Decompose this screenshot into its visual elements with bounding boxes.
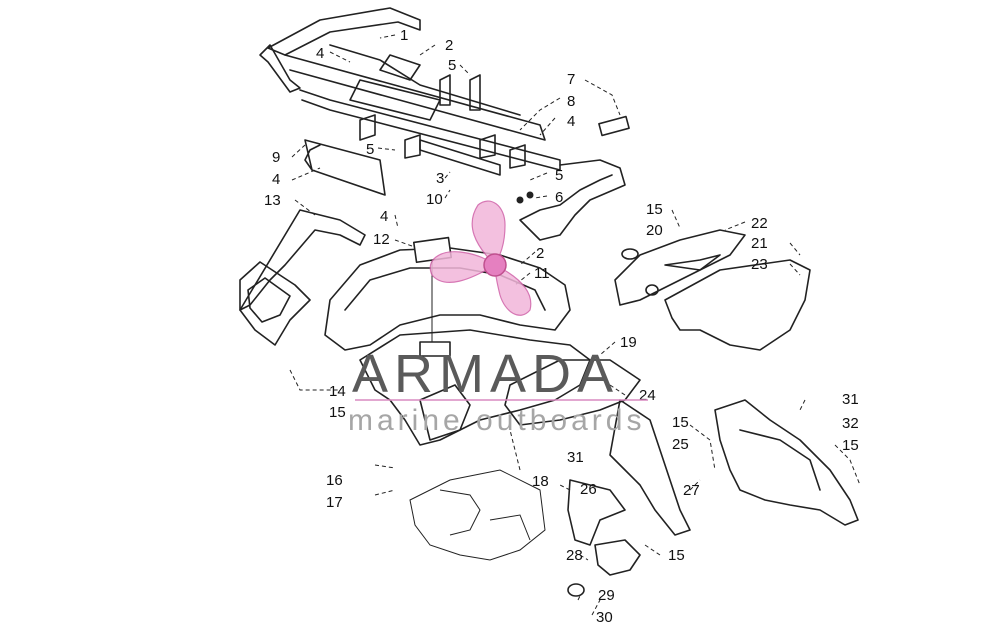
rear-rack	[259, 7, 630, 241]
callout-labels: 1 2 4 5 7 8 4 9 5 4 3 5 10 6 4 13 12 15 …	[264, 27, 859, 626]
lower-brackets	[567, 479, 641, 597]
callout-label: 32	[842, 415, 859, 432]
callout-label: 5	[448, 57, 456, 74]
callout-label: 28	[566, 547, 583, 564]
callout-label: 23	[751, 256, 768, 273]
callout-label: 19	[620, 334, 637, 351]
callout-label: 5	[555, 167, 563, 184]
callout-label: 4	[567, 113, 575, 130]
callout-label: 31	[567, 449, 584, 466]
callout-label: 11	[534, 265, 550, 282]
callout-label: 10	[426, 191, 443, 208]
watermark: ARMADA marine outboards	[348, 200, 648, 437]
callout-label: 16	[326, 472, 343, 489]
callout-label: 1	[400, 27, 408, 44]
callout-label: 5	[366, 141, 374, 158]
side-panel	[614, 229, 811, 351]
callout-label: 4	[380, 208, 388, 225]
watermark-brand: ARMADA	[352, 344, 619, 404]
callout-label: 6	[555, 189, 563, 206]
callout-label: 9	[272, 149, 280, 166]
callout-label: 2	[536, 245, 544, 262]
callout-label: 22	[751, 215, 768, 232]
callout-label: 4	[272, 171, 280, 188]
callout-label: 25	[672, 436, 689, 453]
callout-label: 15	[646, 201, 663, 218]
propeller-logo	[429, 200, 532, 316]
callout-label: 24	[639, 387, 656, 404]
chassis-fragment	[409, 469, 546, 561]
callout-label: 13	[264, 192, 281, 209]
right-splash-guard	[714, 399, 859, 526]
callout-label: 15	[672, 414, 689, 431]
callout-label: 30	[596, 609, 613, 626]
callout-label: 14	[329, 383, 346, 400]
callout-label: 29	[598, 587, 615, 604]
callout-label: 21	[751, 235, 768, 252]
callout-label: 15	[668, 547, 685, 564]
callout-label: 2	[445, 37, 453, 54]
callout-label: 20	[646, 222, 663, 239]
leader-lines	[289, 34, 861, 616]
callout-label: 15	[842, 437, 859, 454]
callout-label: 15	[329, 404, 346, 421]
callout-label: 17	[326, 494, 343, 511]
callout-label: 18	[532, 473, 549, 490]
callout-label: 12	[373, 231, 390, 248]
callout-label: 26	[580, 481, 597, 498]
callout-label: 3	[436, 170, 444, 187]
callout-label: 31	[842, 391, 859, 408]
rear-fender-shroud	[239, 209, 366, 346]
callout-label: 7	[567, 71, 575, 88]
callout-label: 4	[316, 45, 324, 62]
left-splash-guard	[609, 399, 691, 536]
callout-label: 27	[683, 482, 700, 499]
callout-label: 8	[567, 93, 575, 110]
watermark-tagline: marine outboards	[348, 404, 645, 437]
